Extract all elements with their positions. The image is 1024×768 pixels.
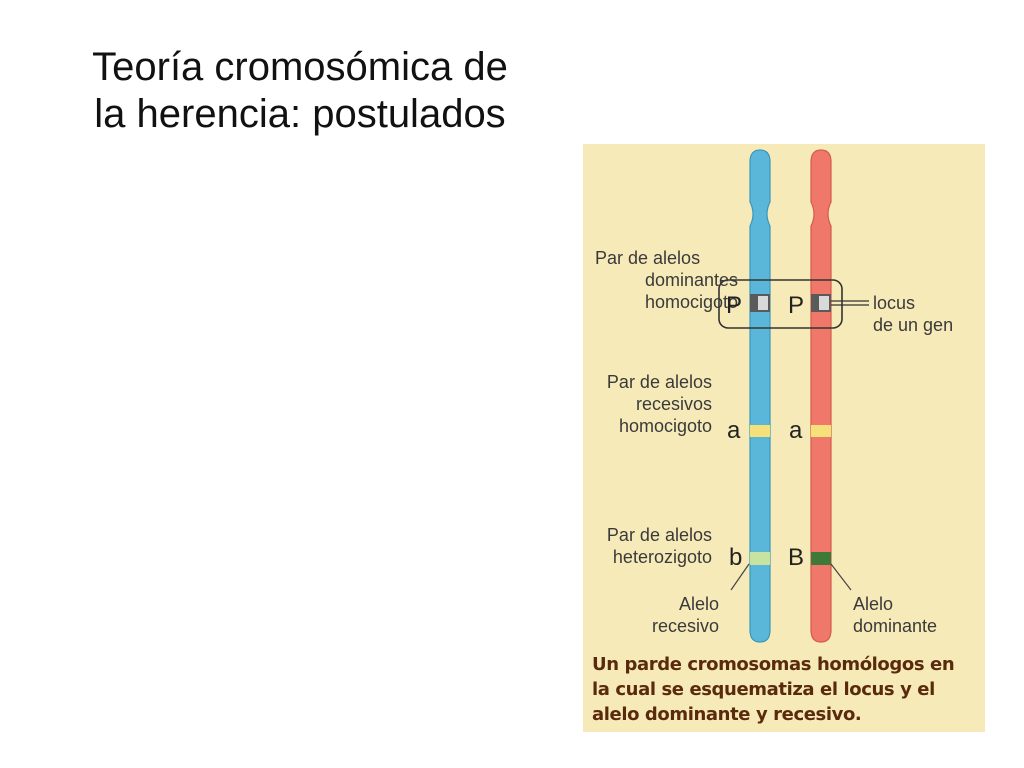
heterozygous-pair-label: Par de alelos heterozigoto (606, 525, 712, 567)
recessive-pair-label: Par de alelos recesivos homocigoto (606, 372, 712, 436)
recessive-allele-label: Alelo recesivo (651, 594, 719, 636)
allele-left-b: b (729, 544, 743, 571)
title-line-2: la herencia: postulados (94, 92, 506, 136)
allele-left-p: P (726, 292, 743, 319)
recessive-allele-pointer (730, 563, 750, 591)
chromosome-diagram (718, 149, 869, 643)
chromosome-right (810, 149, 832, 643)
band-left-a (750, 425, 770, 437)
chromosome-figure: Par de alelos dominantes homocigoto Par … (583, 144, 985, 732)
band-right-b (811, 552, 831, 565)
title-line-1: Teoría cromosómica de (92, 45, 508, 89)
chromosome-left (749, 149, 771, 643)
dominant-allele-label: Alelo dominante (853, 594, 938, 636)
band-left-b (750, 552, 770, 565)
allele-left-a: a (727, 417, 741, 444)
locus-box (718, 279, 843, 329)
allele-right-p: P (788, 292, 805, 319)
band-right-a (811, 425, 831, 437)
dominant-pair-label: Par de alelos dominantes homocigoto (595, 248, 738, 312)
figure-caption: Un parde cromosomas homólogos en la cual… (592, 654, 955, 725)
allele-right-a: a (789, 417, 803, 444)
locus-label: locus de un gen (873, 293, 954, 335)
slide-title: Teoría cromosómica de la herencia: postu… (40, 44, 560, 138)
allele-right-b: B (788, 544, 805, 571)
dominant-allele-pointer (830, 563, 852, 591)
